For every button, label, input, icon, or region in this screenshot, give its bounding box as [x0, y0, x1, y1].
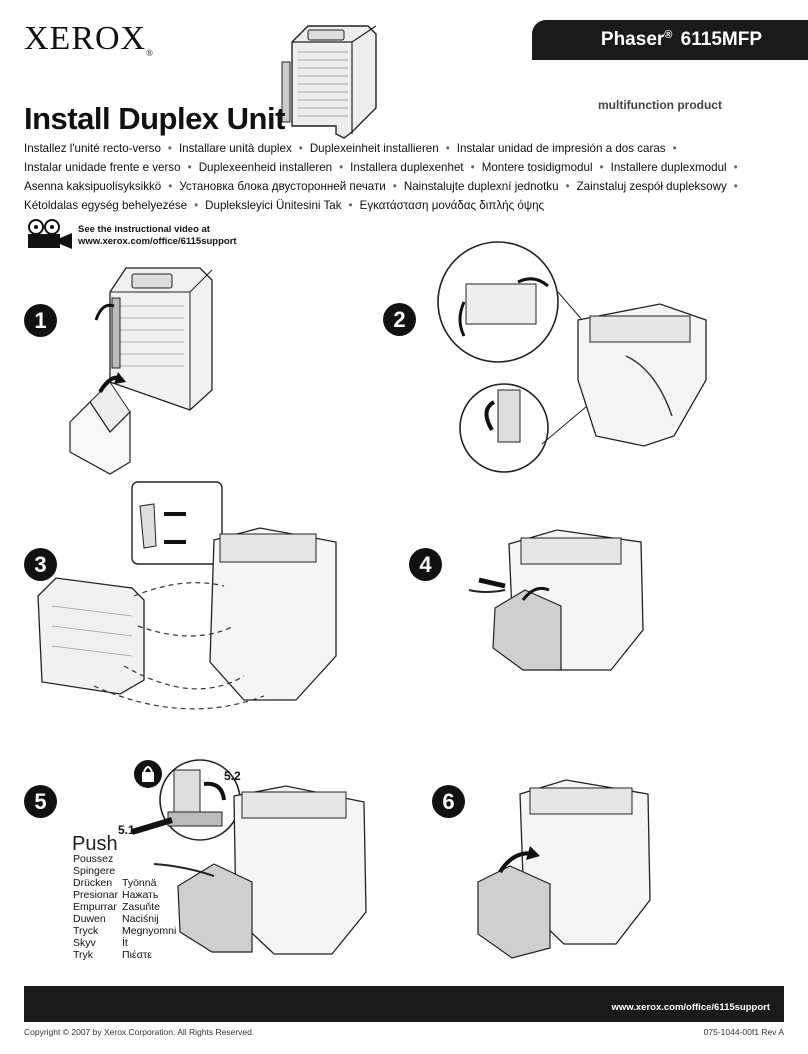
product-name-tab: Phaser® 6115MFP	[532, 20, 808, 60]
page-title: Install Duplex Unit	[24, 101, 285, 136]
lang-nl: Duplexeenheid installeren	[198, 161, 333, 174]
lang-tr: Dupleksleyici Ünitesini Tak	[205, 199, 342, 212]
copyright-notice: Copyright © 2007 by Xerox Corporation. A…	[24, 1027, 255, 1037]
step-1-badge: 1	[24, 304, 57, 337]
product-prefix: Phaser	[600, 29, 665, 50]
lang-no: Montere tosidigmodul	[481, 161, 593, 174]
xerox-logo: XEROX®	[24, 20, 154, 58]
step-3-badge: 3	[24, 548, 57, 581]
step-4-badge: 4	[409, 548, 442, 581]
lang-es: Instalar unidad de impresión a dos caras	[456, 142, 666, 155]
lang-it: Installare unità duplex	[178, 142, 292, 155]
product-model: 6115MFP	[680, 29, 762, 50]
product-subtitle: multifunction product	[598, 98, 722, 112]
step-5-badge: 5	[24, 785, 57, 818]
lang-el: Εγκατάσταση μονάδας διπλής όψης	[359, 199, 545, 212]
step-2-remove-cover-illustration	[430, 240, 710, 485]
step-2-badge: 2	[383, 303, 416, 336]
step-5-lock-duplex-illustration	[104, 756, 394, 976]
lang-cs: Nainstalujte duplexní jednotku	[403, 180, 559, 193]
document-number: 075-1044-00f1 Rev A	[703, 1027, 784, 1037]
push-label: Push	[72, 833, 118, 855]
step-5-1-label: 5.1	[118, 823, 135, 837]
lang-ru: Установка блока двусторонней печати	[179, 180, 386, 193]
step-5-2-label: 5.2	[224, 769, 241, 783]
step-1-unbox-illustration	[60, 262, 220, 472]
video-camera-icon	[28, 219, 72, 249]
lang-de: Duplexeinheit installieren	[309, 142, 439, 155]
video-note: See the instructional video at www.xerox…	[78, 224, 237, 247]
step-6-badge: 6	[432, 785, 465, 818]
video-url[interactable]: www.xerox.com/office/6115support	[78, 236, 237, 247]
translated-titles: Installez l'unité recto-verso•Installare…	[24, 142, 738, 212]
lang-pl: Zainstaluj zespół dupleksowy	[576, 180, 727, 193]
lang-pt: Instalar unidade frente e verso	[24, 161, 181, 174]
lang-sv: Installera duplexenhet	[350, 161, 464, 174]
lang-da: Installere duplexmodul	[610, 161, 727, 174]
step-4-insert-duplex-illustration	[465, 524, 685, 674]
lang-fi: Asenna kaksipuolisyksikkö	[24, 180, 162, 193]
step-6-close-duplex-illustration	[470, 772, 670, 962]
lang-hu: Kétoldalas egység behelyezése	[24, 199, 188, 212]
lang-fr: Installez l'unité recto-verso	[24, 142, 161, 155]
duplex-unit-illustration	[278, 22, 382, 140]
footer-support-url[interactable]: www.xerox.com/office/6115support	[611, 1002, 770, 1013]
footer-bar: www.xerox.com/office/6115support	[24, 986, 784, 1022]
step-3-attach-duplex-illustration	[34, 476, 374, 716]
